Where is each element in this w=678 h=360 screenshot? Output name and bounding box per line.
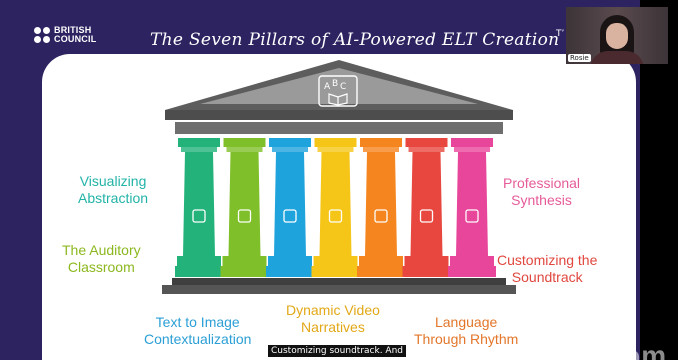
slide-title: The Seven Pillars of AI-Powered ELT Crea… [150,30,560,50]
zoom-watermark: zoom [590,340,668,360]
pillar-5 [357,138,405,277]
svg-text:A: A [324,82,331,92]
temple-entablature [165,110,513,120]
british-council-logo: BRITISH COUNCIL [34,26,96,44]
presentation-icon [192,209,206,223]
slide-title-overflow: T’ [556,29,565,39]
svg-text:C: C [340,82,346,92]
temple-frieze [175,122,503,134]
label-auditory-classroom: The Auditory Classroom [62,242,141,275]
pillar-1 [175,138,223,277]
label-visualizing-abstraction: Visualizing Abstraction [78,173,149,206]
participant-face [606,23,628,49]
headphones-icon [237,209,252,223]
dance-icon [374,209,388,223]
abc-book-icon: A B C [318,75,358,107]
image-icon [283,209,297,223]
logo-line-1: BRITISH [54,25,92,35]
svg-text:B: B [332,79,338,89]
slide-header [0,0,640,62]
pillar-2 [220,138,269,277]
label-professional-synthesis: Professional Synthesis [503,175,581,208]
label-dynamic-video: Dynamic Video Narratives [286,302,380,335]
person-at-laptop-icon [419,209,434,223]
temple-base-bottom [162,285,516,294]
logo-dots-icon [34,27,50,43]
logo-line-2: COUNCIL [54,34,97,44]
label-language-rhythm: Language Through Rhythm [414,314,519,347]
participant-name-tag: Rosie [568,54,591,62]
pillar-6 [402,138,451,277]
participant-video[interactable]: Rosie [566,7,668,64]
chat-bubble-icon [328,209,343,223]
pillar-7 [448,138,496,277]
pillar-4 [311,138,360,277]
label-customizing-soundtrack: Customizing the Soundtrack [497,252,598,285]
label-text-to-image: Text to Image Contextualization [144,314,252,347]
participant-shoulders [590,51,644,64]
temple-roof-inner [200,68,478,104]
live-caption: Customizing soundtrack. And [268,345,406,357]
pillar-3 [266,138,314,277]
temple-base-top [172,278,506,285]
document-icon [465,209,479,223]
